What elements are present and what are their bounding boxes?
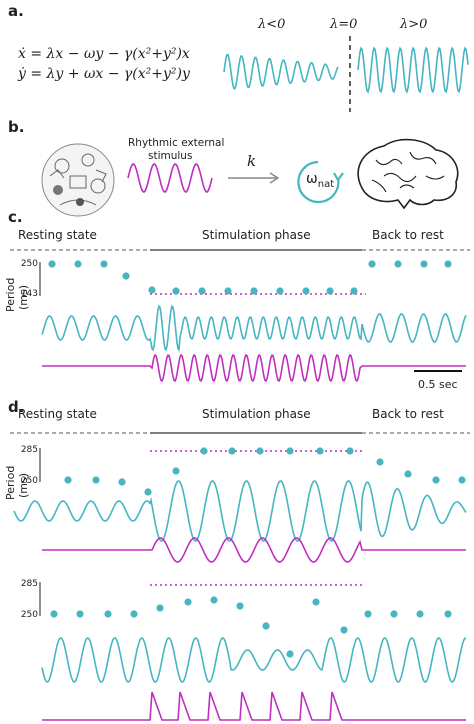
period-dot [236,602,244,610]
period-dot [420,260,428,268]
panel-c-phase-rest: Resting state [18,228,97,242]
panel-a-label: a. [8,2,24,20]
period-dot [148,286,156,294]
brain-icon [357,138,459,210]
panel-d-stimulus-trace [42,537,466,563]
panel-c-ylabel-1: Period [4,278,17,312]
period-dot [364,610,372,618]
period-dot [432,476,440,484]
period-dot [250,287,258,295]
period-dot [50,610,58,618]
period-dot [122,272,130,280]
panel-c-phase-stimulation: Stimulation phase [202,228,311,242]
period-dot [48,260,56,268]
period-dot [262,622,270,630]
period-dot [302,287,310,295]
panel-c-ylabel-2: (ms) [17,285,30,310]
period-dot [404,470,412,478]
period-dot [200,447,208,455]
period-dot [256,447,264,455]
period-dot [416,610,424,618]
period-dot [74,260,82,268]
panel-d2-period-dots [50,596,452,658]
panel-c-tick-250: 250 [21,259,38,269]
panel-c-tick-143: 143 [21,289,38,299]
panel-c-stimulus-trace [42,353,466,383]
period-dot [92,476,100,484]
panel-c-oscillator-trace [41,304,467,352]
period-dot [390,610,398,618]
period-dot [76,610,84,618]
period-dot [100,260,108,268]
stimulus-label-2: stimulus [148,150,192,162]
natural-frequency: ωnat [306,171,334,190]
stimulus-waveform [127,163,213,193]
stimulus-label-1: Rhythmic external [128,137,224,149]
period-dot [64,476,72,484]
panel-d-phase-stimulation: Stimulation phase [202,407,311,421]
period-dot [444,610,452,618]
panel-d-ylabel-2: (ms) [17,473,30,498]
equation-x: ẋ = λx − ωy − γ(x²+y²)x [18,46,190,62]
period-dot [326,287,334,295]
scale-bar-label: 0.5 sec [418,378,458,391]
period-dot [346,447,354,455]
period-dot [104,610,112,618]
equation-y: ẏ = λy + ωx − γ(x²+y²)y [17,66,191,82]
period-dot [172,467,180,475]
panel-d-phase-rest: Resting state [18,407,97,421]
period-dot [286,447,294,455]
period-dot [316,447,324,455]
panel-d-phase-back: Back to rest [372,407,444,421]
panel-d-ylabel-1: Period [4,466,17,500]
period-dot [458,476,466,484]
period-dot [130,610,138,618]
period-dot [210,596,218,604]
period-dot [286,650,294,658]
period-dot [444,260,452,268]
regime-negative: λ<0 [257,17,285,32]
panel-c-phase-back: Back to rest [372,228,444,242]
period-dot [394,260,402,268]
panel-d-oscillator-trace [13,480,467,542]
period-dot [198,287,206,295]
period-dot [118,478,126,486]
panel-c-period-dots [48,260,452,295]
period-dot [144,488,152,496]
regime-positive: λ>0 [399,17,427,32]
panel-d2-pulse-train [42,691,466,721]
stimulus-collage-icon [41,143,115,217]
panel-d2-tick-285: 285 [21,579,38,589]
panel-b-label: b. [8,118,24,136]
period-dot [276,287,284,295]
period-dot [312,598,320,606]
arrow-head-icon [269,172,280,184]
period-dot [340,626,348,634]
regime-zero: λ=0 [329,17,357,32]
panel-d-period-dots [64,447,466,496]
coupling-constant: k [247,152,256,170]
period-dot [376,458,384,466]
period-dot [350,287,358,295]
period-dot [172,287,180,295]
oscillator-icon [297,160,344,204]
panel-d2-tick-250: 250 [21,610,38,620]
period-dot [156,604,164,612]
panel-d2-oscillator-trace [41,637,467,683]
period-dot [228,447,236,455]
period-dot [368,260,376,268]
period-dot [184,598,192,606]
panel-c-label: c. [8,208,23,226]
damped-oscillation-trace [223,53,339,90]
period-dot [224,287,232,295]
panel-d-tick-250: 250 [21,476,38,486]
panel-d-label: d. [8,398,24,416]
sustained-oscillation-trace [357,46,469,94]
panel-d-tick-285: 285 [21,445,38,455]
